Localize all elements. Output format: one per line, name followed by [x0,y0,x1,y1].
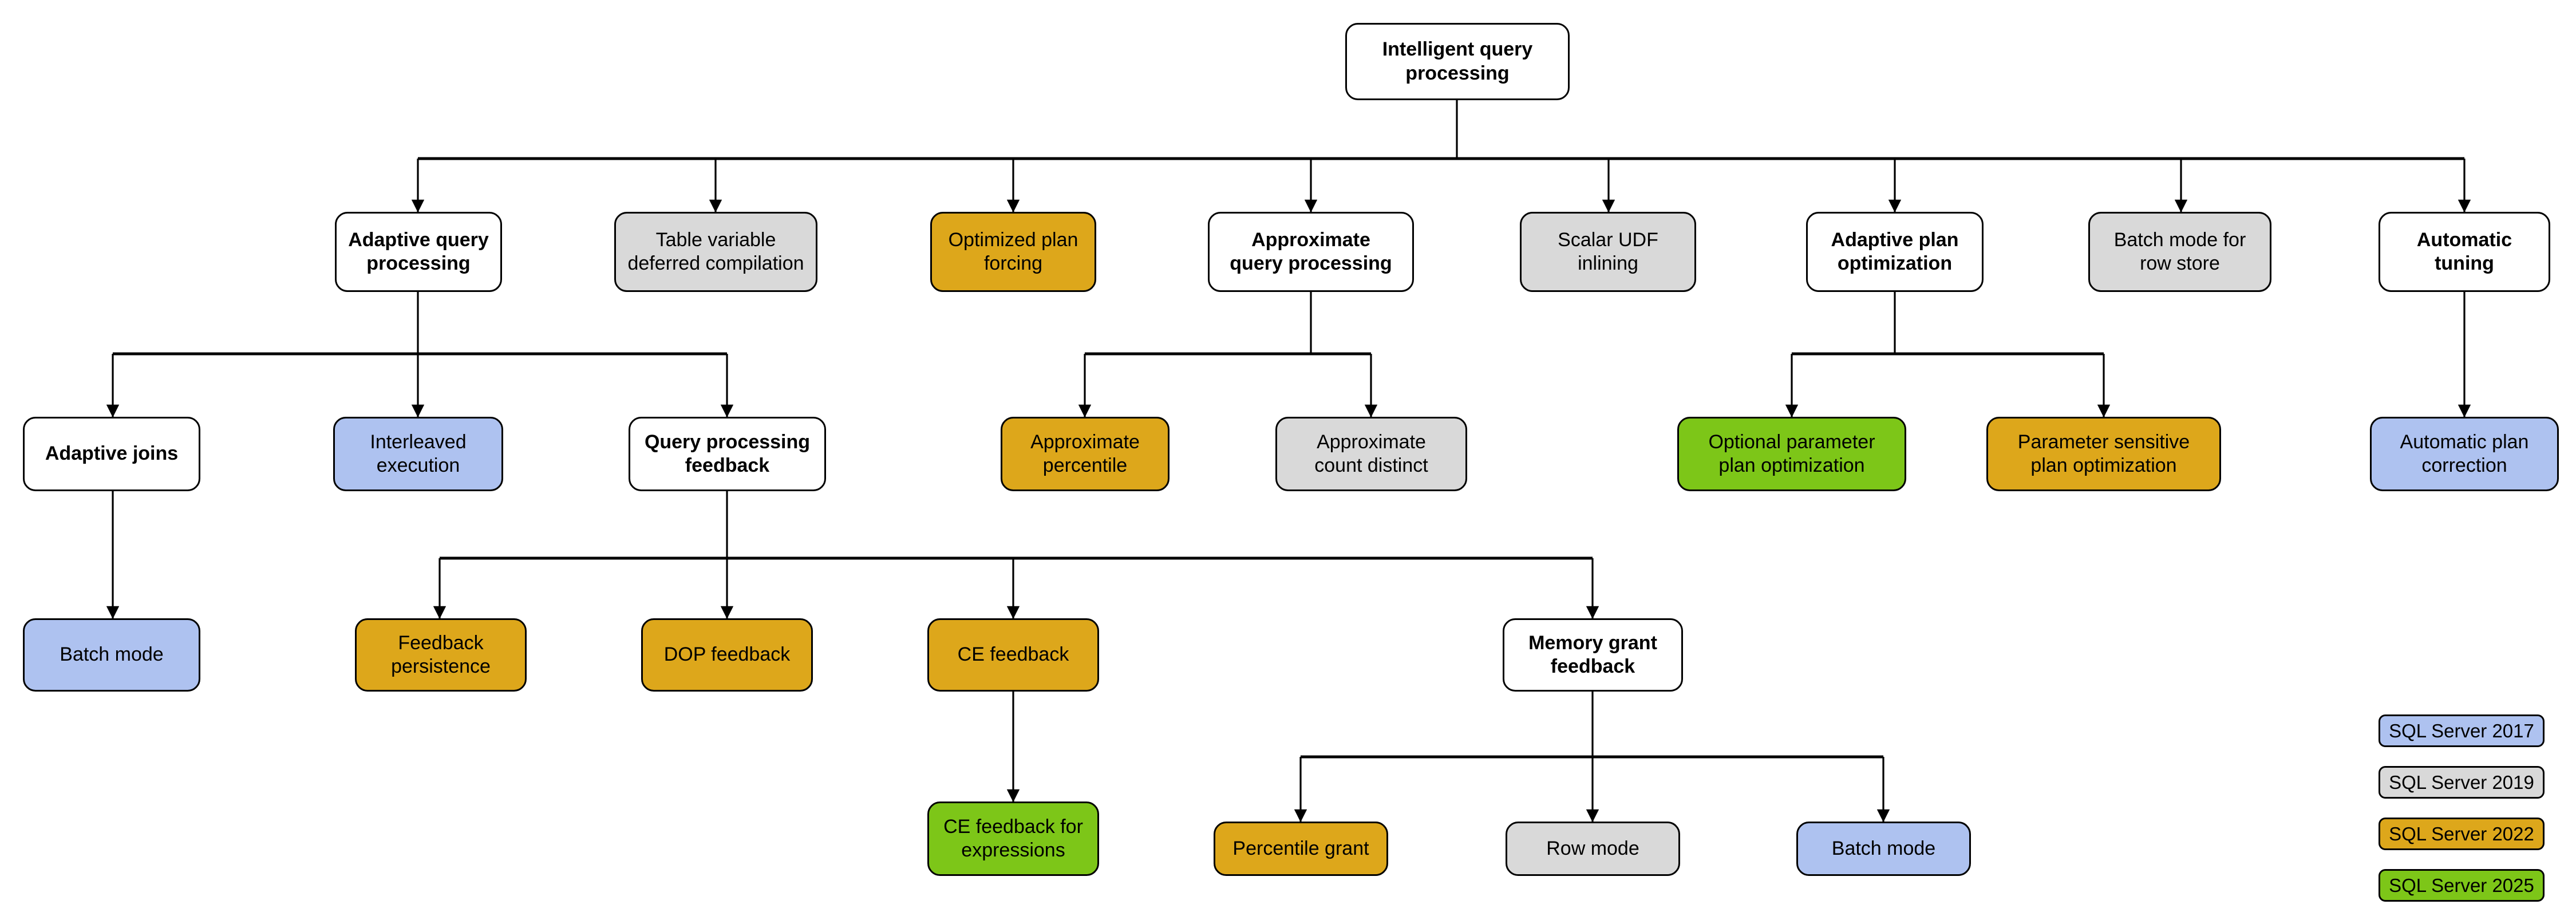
legend-item-sql-server-2017: SQL Server 2017 [2379,714,2545,747]
node-ce-feedback[interactable]: CE feedback [927,618,1099,692]
node-label: Intelligent query processing [1382,38,1533,84]
node-label: Feedback persistence [391,631,491,677]
node-approximate-percentile[interactable]: Approximate percentile [1001,417,1170,491]
node-label: Adaptive query processing [348,228,489,274]
node-percentile-grant[interactable]: Percentile grant [1214,822,1388,876]
node-label: Batch mode [1831,837,1936,859]
node-label: Parameter sensitive plan optimization [2017,431,2190,476]
node-label: Batch mode [60,643,164,666]
node-label: Approximate query processing [1230,228,1392,274]
node-batch-mode-memory-grant[interactable]: Batch mode [1796,822,1971,876]
node-adaptive-plan-optimization[interactable]: Adaptive plan optimization [1806,212,1984,292]
node-row-mode[interactable]: Row mode [1506,822,1680,876]
node-label: Row mode [1546,837,1639,859]
node-label: Optimized plan forcing [948,228,1078,274]
legend-item-sql-server-2019: SQL Server 2019 [2379,766,2545,799]
node-label: DOP feedback [663,643,791,666]
node-label: Adaptive plan optimization [1831,228,1959,274]
node-scalar-udf-inlining[interactable]: Scalar UDF inlining [1520,212,1696,292]
node-feedback-persistence[interactable]: Feedback persistence [355,618,527,692]
node-label: Scalar UDF inlining [1558,228,1658,274]
node-optional-parameter-plan-optimization[interactable]: Optional parameter plan optimization [1677,417,1906,491]
node-adaptive-joins[interactable]: Adaptive joins [23,417,200,491]
node-label: Query processing feedback [644,431,811,476]
node-label: Adaptive joins [45,443,179,465]
node-label: Approximate count distinct [1314,431,1428,476]
node-approximate-query-processing[interactable]: Approximate query processing [1208,212,1414,292]
node-label: Automatic tuning [2416,228,2512,274]
node-query-processing-feedback[interactable]: Query processing feedback [629,417,826,491]
node-label: Memory grant feedback [1528,631,1657,677]
node-ce-feedback-for-expressions[interactable]: CE feedback for expressions [927,802,1099,876]
legend-label: SQL Server 2022 [2389,823,2534,844]
node-label: Table variable deferred compilation [627,228,804,274]
legend-item-sql-server-2025: SQL Server 2025 [2379,869,2545,902]
node-approximate-count-distinct[interactable]: Approximate count distinct [1275,417,1467,491]
node-parameter-sensitive-plan-optimization[interactable]: Parameter sensitive plan optimization [1986,417,2221,491]
node-batch-mode-for-row-store[interactable]: Batch mode for row store [2088,212,2271,292]
node-memory-grant-feedback[interactable]: Memory grant feedback [1503,618,1683,692]
node-dop-feedback[interactable]: DOP feedback [641,618,813,692]
node-optimized-plan-forcing[interactable]: Optimized plan forcing [930,212,1096,292]
node-label: Batch mode for row store [2113,228,2246,274]
legend-label: SQL Server 2025 [2389,874,2534,896]
node-automatic-plan-correction[interactable]: Automatic plan correction [2370,417,2559,491]
node-label: CE feedback [957,643,1069,666]
node-label: CE feedback for expressions [943,815,1083,861]
node-intelligent-query-processing[interactable]: Intelligent query processing [1345,23,1570,100]
node-interleaved-execution[interactable]: Interleaved execution [333,417,503,491]
legend-label: SQL Server 2017 [2389,720,2534,741]
node-table-variable-deferred-compilation[interactable]: Table variable deferred compilation [614,212,817,292]
legend-item-sql-server-2022: SQL Server 2022 [2379,818,2545,850]
node-label: Optional parameter plan optimization [1708,431,1875,476]
legend-label: SQL Server 2019 [2389,771,2534,793]
node-batch-mode-adaptive-joins[interactable]: Batch mode [23,618,200,692]
node-label: Percentile grant [1232,837,1369,859]
node-automatic-tuning[interactable]: Automatic tuning [2379,212,2550,292]
node-label: Interleaved execution [370,431,467,476]
node-label: Approximate percentile [1030,431,1140,476]
node-label: Automatic plan correction [2400,431,2529,476]
node-adaptive-query-processing[interactable]: Adaptive query processing [335,212,502,292]
